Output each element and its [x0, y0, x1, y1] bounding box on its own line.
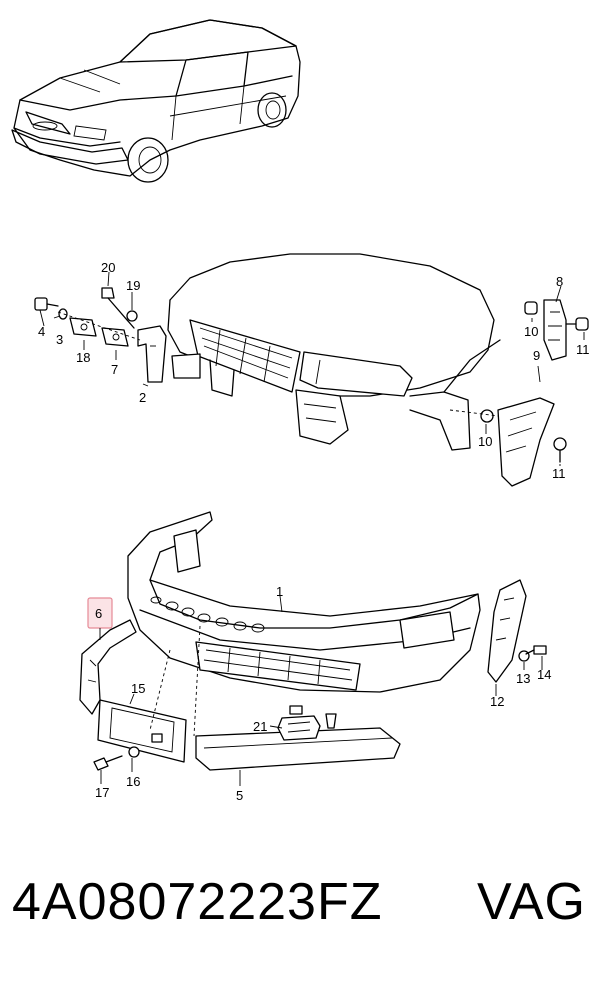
callout-15: 15: [131, 681, 145, 696]
callout-4: 4: [38, 324, 45, 339]
callout-8: 8: [556, 274, 563, 289]
left-bracket-group: [34, 287, 167, 383]
callout-17: 17: [95, 785, 109, 800]
callout-6: 6: [95, 606, 102, 621]
callout-18: 18: [76, 350, 90, 365]
caption-bar: 4A08072223FZ VAG: [0, 872, 600, 952]
part-number: 4A08072223FZ: [12, 873, 383, 931]
car-illustration: [11, 19, 301, 183]
callout-21: 21: [253, 719, 267, 734]
right-bracket-group: [449, 299, 589, 487]
callout-1: 1: [276, 584, 283, 599]
callout-9: 9: [533, 348, 540, 363]
callout-3: 3: [56, 332, 63, 347]
parts-diagram: 20 19 4 3 18 7 2 8 10 11 9 10 11 1 6 13 …: [11, 19, 590, 803]
front-end-assembly: [167, 253, 501, 451]
callout-5: 5: [236, 788, 243, 803]
callout-7: 7: [111, 362, 118, 377]
bumper-assembly: [79, 511, 547, 771]
callout-2: 2: [139, 390, 146, 405]
callout-12: 12: [490, 694, 504, 709]
callout-14: 14: [537, 667, 551, 682]
callout-11a: 11: [576, 342, 590, 357]
leader-lines: [39, 271, 585, 786]
callout-20: 20: [101, 260, 115, 275]
callout-16: 16: [126, 774, 140, 789]
callout-11b: 11: [552, 466, 566, 481]
callout-10b: 10: [478, 434, 492, 449]
callout-10a: 10: [524, 324, 538, 339]
callout-labels: 20 19 4 3 18 7 2 8 10 11 9 10 11 1 6 13 …: [38, 260, 590, 803]
callout-13: 13: [516, 671, 530, 686]
callout-19: 19: [126, 278, 140, 293]
brand-label: VAG: [477, 873, 586, 931]
